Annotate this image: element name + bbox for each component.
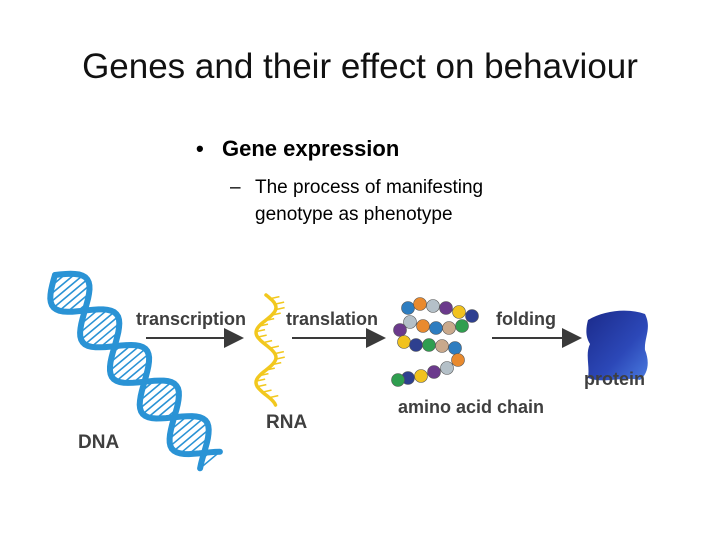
rna-strand: [254, 293, 285, 407]
amino-acid-bead: [426, 299, 440, 313]
dna-base-pair: [84, 316, 119, 345]
dna-base-pair: [173, 422, 208, 452]
dna-base-pair: [53, 278, 88, 309]
amino-acid-bead: [442, 321, 456, 335]
amino-acid-bead: [429, 321, 443, 335]
amino-acid-bead: [435, 339, 449, 353]
amino-acid-bead: [465, 309, 479, 323]
sub-bullet: – The process of manifesting genotype as…: [230, 174, 550, 228]
dna-base-pair: [142, 385, 177, 415]
dna-base-pair: [169, 417, 204, 447]
bullet-gene-expression: • Gene expression: [196, 135, 399, 163]
dna-base-pair: [109, 345, 141, 372]
amino-acid-bead: [427, 365, 441, 379]
dna-base-pair: [179, 428, 210, 455]
sub-bullet-marker: –: [230, 177, 241, 198]
amino-acid-bead: [409, 338, 423, 352]
dna-backbone: [52, 270, 212, 472]
dna-backbone: [47, 272, 223, 458]
folding-label: folding: [496, 309, 556, 329]
dna-helix: [47, 270, 223, 472]
bullet-text: Gene expression: [222, 136, 400, 161]
amino-acid-bead: [451, 353, 465, 367]
amino-acid-bead: [413, 297, 427, 311]
translation-label: translation: [286, 309, 378, 329]
rna-backbone: [254, 293, 278, 407]
amino-acid-bead: [401, 301, 415, 315]
dna-base-pair: [123, 360, 150, 384]
dna-base-pair: [155, 399, 180, 420]
dna-label: DNA: [78, 432, 119, 453]
amino-acid-bead: [422, 338, 436, 352]
amino-acid-bead: [448, 341, 462, 355]
transcription-label: transcription: [136, 309, 246, 329]
amino-acid-bead: [440, 361, 454, 375]
amino-acid-bead: [439, 301, 453, 315]
amino-acid-bead: [452, 305, 466, 319]
amino-acid-bead: [391, 373, 405, 387]
dna-base-pair: [50, 274, 84, 303]
amino-acid-bead: [393, 323, 407, 337]
dna-base-pair: [90, 322, 120, 348]
bullet-marker: •: [196, 136, 204, 161]
gene-expression-diagram: transcription translation folding DNA RN…: [47, 270, 648, 472]
protein-label: protein: [584, 369, 645, 389]
amino-acid-bead: [455, 319, 469, 333]
dna-base-pair: [111, 348, 146, 378]
dna-base-pair: [139, 381, 172, 409]
amino-acid-bead: [416, 319, 430, 333]
dna-base-pair: [49, 273, 76, 296]
dna-base-pair: [139, 380, 165, 402]
amino-acid-chain-label: amino acid chain: [398, 397, 544, 417]
amino-acid-bead: [397, 335, 411, 349]
dna-base-pair: [169, 415, 197, 440]
amino-acid-chain: [391, 297, 479, 387]
dna-base-pair: [80, 311, 115, 341]
slide-title: Genes and their effect on behaviour: [82, 47, 638, 86]
rna-label: RNA: [266, 412, 307, 433]
sub-bullet-text: The process of manifesting genotype as p…: [255, 177, 484, 225]
protein-shape: [586, 310, 648, 381]
dna-base-pair: [79, 309, 108, 334]
dna-base-pair: [115, 353, 150, 382]
amino-acid-bead: [414, 369, 428, 383]
amino-acid-bead: [403, 315, 417, 329]
dna-base-pair: [58, 284, 90, 312]
dna-base-pair: [147, 391, 180, 418]
